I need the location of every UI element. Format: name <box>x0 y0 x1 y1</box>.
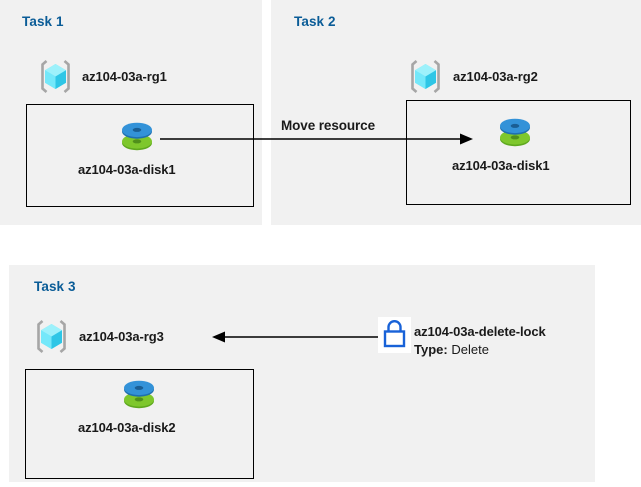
task-2-resource-box <box>406 100 631 205</box>
managed-disk-icon <box>118 117 156 155</box>
delete-lock-type-key: Type: <box>414 342 448 357</box>
task-1-disk-label: az104-03a-disk1 <box>78 162 176 177</box>
delete-lock-type: Type: Delete <box>414 342 489 357</box>
task-3-heading: Task 3 <box>34 279 76 294</box>
task-3-rg-label: az104-03a-rg3 <box>79 329 164 344</box>
delete-lock-type-value: Delete <box>451 342 489 357</box>
task-2-panel <box>271 0 641 225</box>
task-2-rg-label: az104-03a-rg2 <box>453 69 538 84</box>
task-3-resource-box <box>25 369 254 479</box>
task-1-heading: Task 1 <box>22 14 64 29</box>
delete-lock-label: az104-03a-delete-lock <box>414 324 546 339</box>
task-2-disk-label: az104-03a-disk1 <box>452 158 550 173</box>
task-2-heading: Task 2 <box>294 14 336 29</box>
resource-group-icon <box>36 57 75 96</box>
task-3-disk-label: az104-03a-disk2 <box>78 420 176 435</box>
task-1-rg-label: az104-03a-rg1 <box>82 69 167 84</box>
lock-icon <box>378 317 411 353</box>
move-resource-arrow <box>160 128 475 150</box>
task-3-panel <box>9 265 595 482</box>
managed-disk-icon <box>120 375 158 413</box>
resource-group-icon <box>406 57 445 96</box>
task-1-panel <box>0 0 262 225</box>
managed-disk-icon <box>496 113 534 151</box>
move-resource-arrow-label: Move resource <box>281 118 375 133</box>
task-1-resource-box <box>26 104 254 207</box>
lock-applies-arrow <box>211 327 379 347</box>
resource-group-icon <box>32 317 71 356</box>
